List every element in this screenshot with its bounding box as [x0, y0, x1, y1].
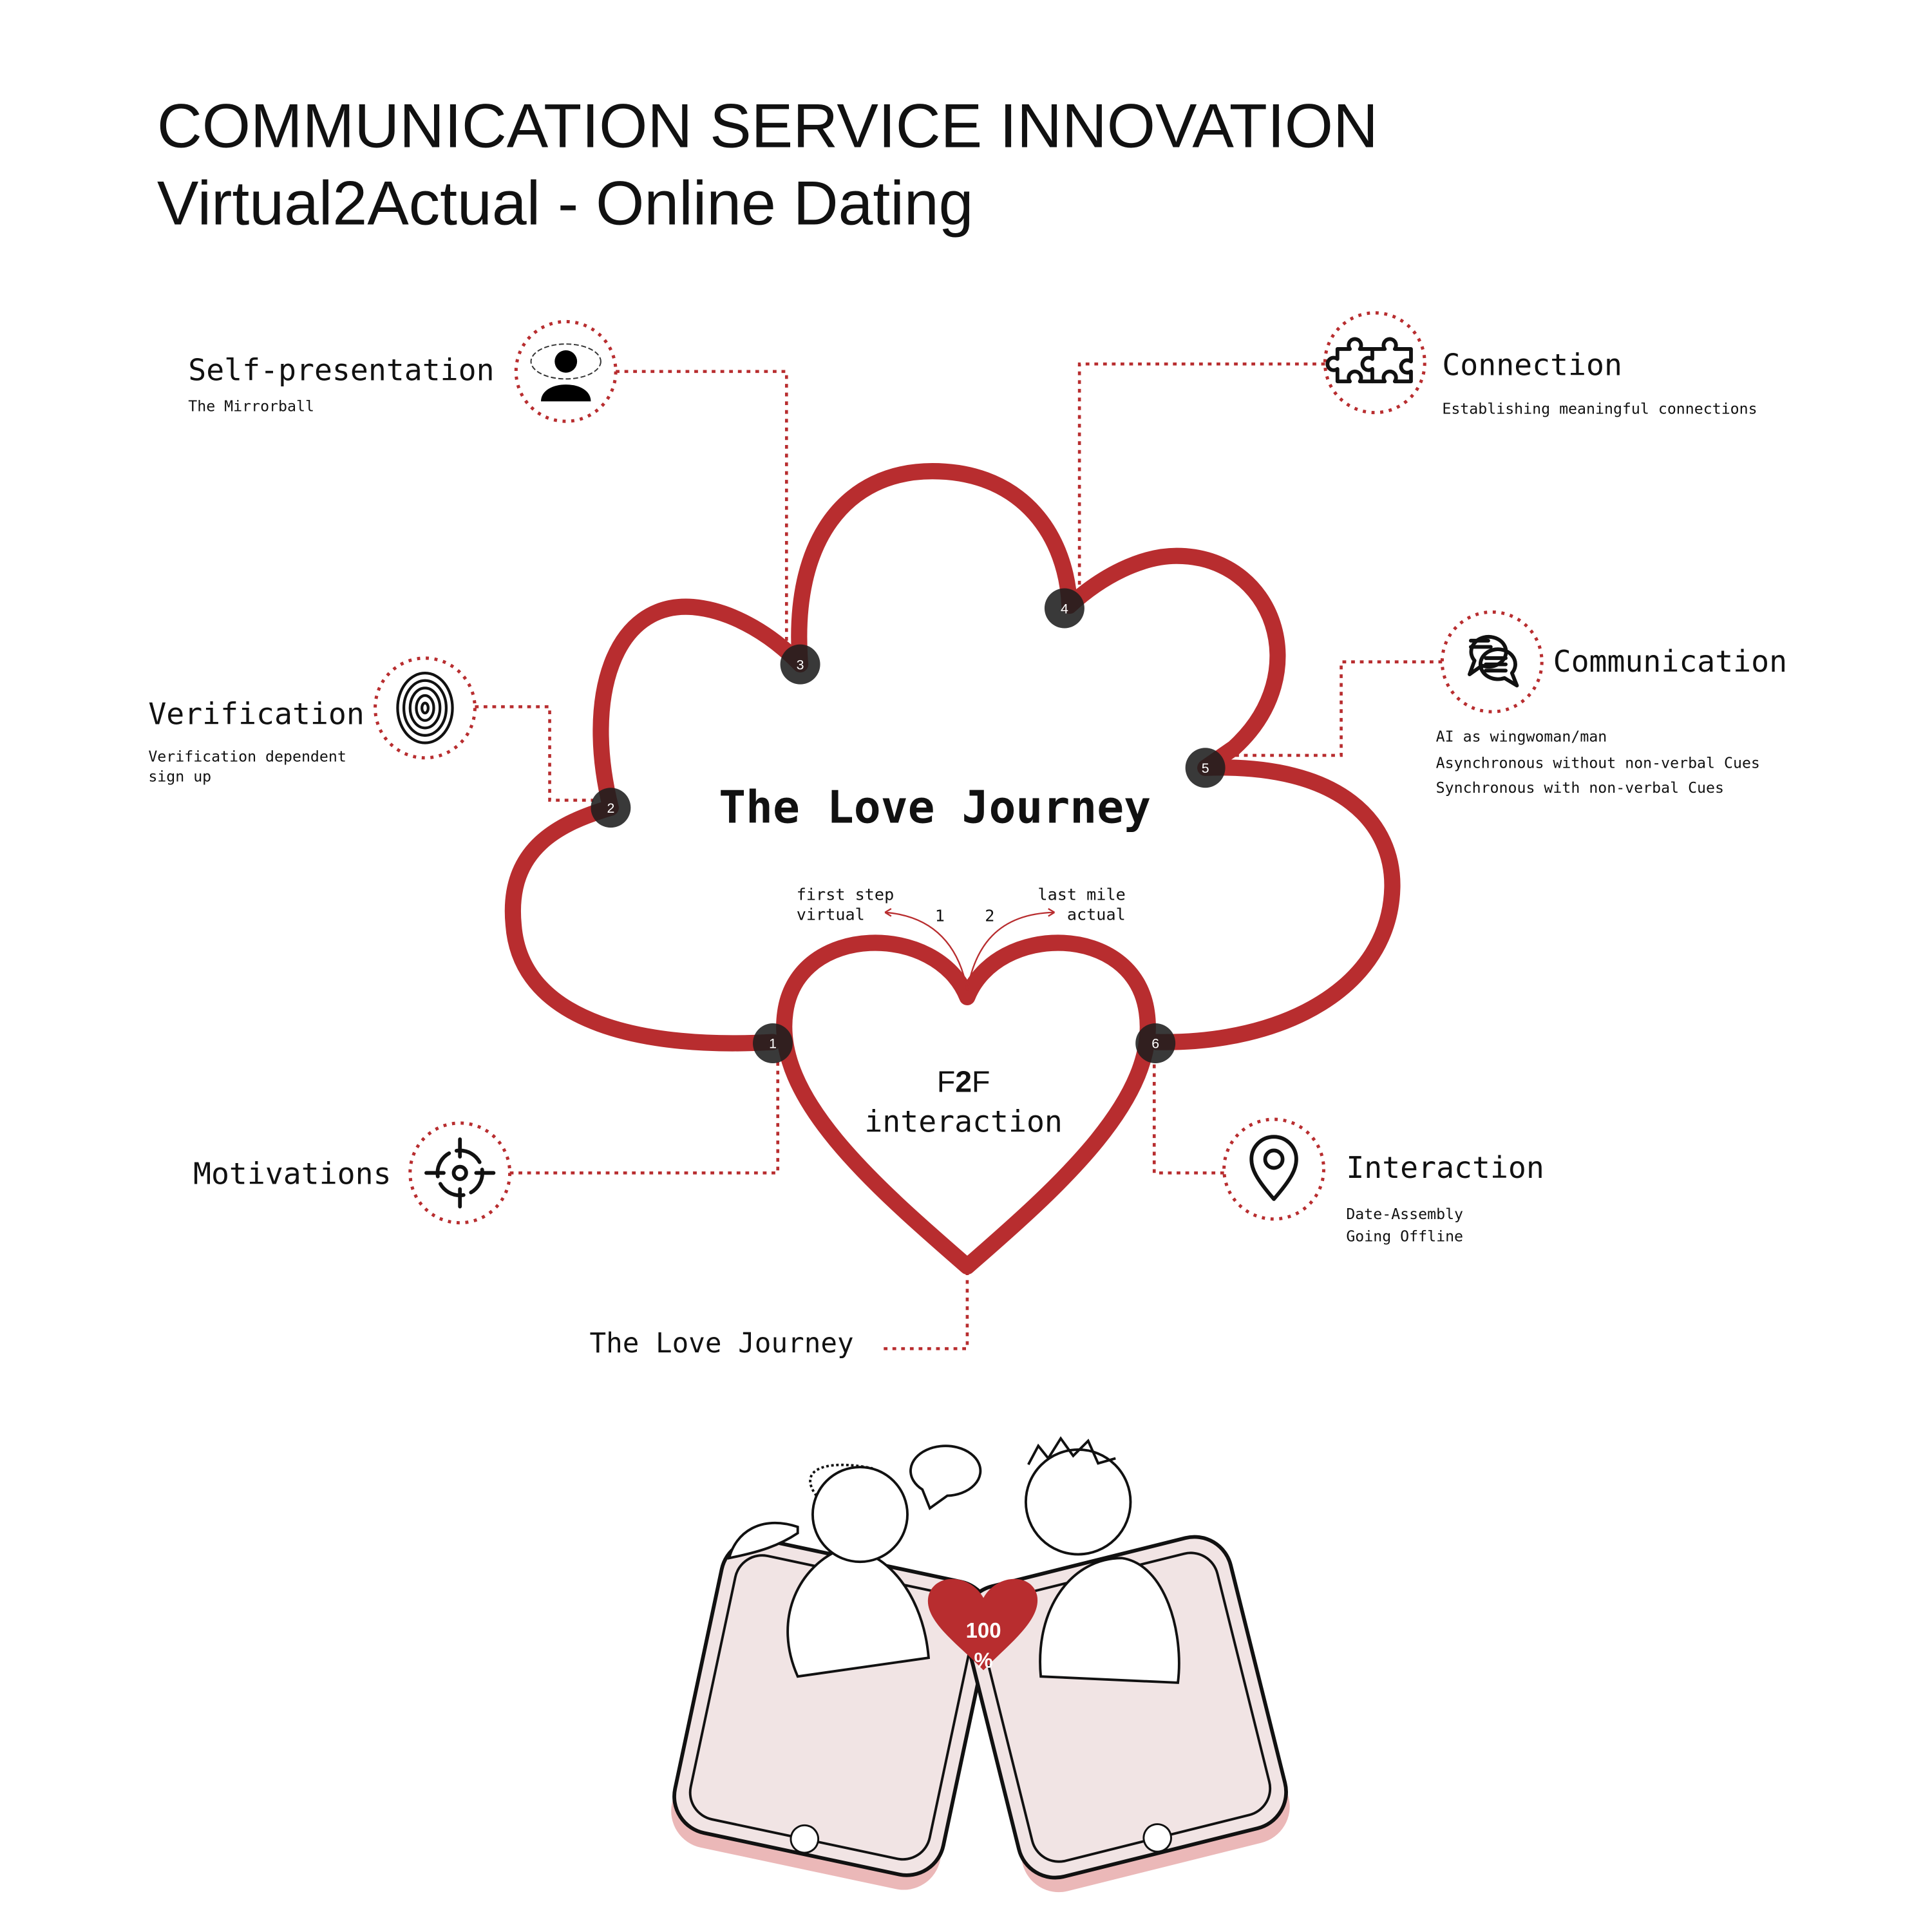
connector-connection [1077, 362, 1325, 589]
target-icon [424, 1137, 496, 1209]
verification-title: Verification [148, 697, 364, 732]
match-percentage-unit: % [974, 1649, 992, 1672]
step-1-label: 1 [935, 906, 945, 925]
self-presentation-subtitle: The Mirrorball [188, 398, 314, 415]
svg-text:4: 4 [1061, 601, 1068, 616]
fingerprint-icon [396, 672, 454, 744]
svg-text:5: 5 [1202, 761, 1209, 776]
connector-verification [475, 705, 594, 802]
interaction-subtitle-2: Going Offline [1346, 1228, 1463, 1245]
match-heart-badge: 100 % [927, 1578, 1038, 1672]
virtual-label: virtual [797, 905, 865, 923]
self-presentation-title: Self-presentation [188, 352, 494, 387]
dating-phones-illustration: 100 % [671, 1436, 1290, 1893]
communication-line: Synchronous with non-verbal Cues [1436, 779, 1724, 797]
svg-text:6: 6 [1151, 1036, 1159, 1052]
node-communication: Communication AI as wingwoman/man Asynch… [1436, 610, 1787, 797]
interaction-title: Interaction [1346, 1150, 1544, 1185]
node-verification: Verification Verification dependent sign… [148, 656, 477, 786]
marker-5: 5 [1185, 748, 1226, 788]
journey-cloud-path [504, 463, 1401, 1052]
marker-3: 3 [780, 644, 820, 685]
puzzle-icon [1325, 337, 1413, 384]
f2f-label: F2F [937, 1065, 990, 1098]
page-title: COMMUNICATION SERVICE INNOVATION [157, 90, 1378, 160]
connector-interaction [1152, 1062, 1224, 1175]
marker-1: 1 [753, 1023, 793, 1063]
actual-label: actual [1067, 905, 1126, 923]
svg-text:3: 3 [797, 657, 804, 672]
svg-text:2: 2 [607, 800, 614, 816]
match-percentage-value: 100 [966, 1618, 1001, 1642]
connection-title: Connection [1442, 348, 1622, 383]
marker-4: 4 [1044, 588, 1084, 629]
chat-bubbles-icon [1468, 634, 1519, 688]
f2f-heart-path [776, 934, 1156, 1275]
interaction-subtitle-1: Date-Assembly [1346, 1206, 1463, 1223]
center-title: The Love Journey [719, 781, 1151, 833]
step-2-label: 2 [985, 906, 994, 925]
man-sketch [1024, 1436, 1180, 1684]
node-motivations: Motivations [193, 1121, 512, 1225]
motivations-title: Motivations [193, 1157, 392, 1191]
first-step-label: first step [797, 885, 894, 904]
connector-motivations [509, 1062, 780, 1175]
node-connection: Connection Establishing meaningful conne… [1323, 311, 1757, 418]
connector-love-journey [882, 1271, 969, 1350]
node-interaction: Interaction Date-Assembly Going Offline [1222, 1117, 1544, 1245]
f2f-interaction-label: interaction [864, 1104, 1063, 1139]
marker-6: 6 [1135, 1023, 1176, 1063]
love-journey-bottom-label: The Love Journey [589, 1327, 853, 1359]
verification-subtitle-1: Verification dependent [148, 748, 346, 766]
communication-line: Asynchronous without non-verbal Cues [1436, 754, 1760, 772]
verification-subtitle-2: sign up [148, 768, 211, 786]
communication-title: Communication [1553, 644, 1787, 679]
page-subtitle: Virtual2Actual - Online Dating [157, 167, 974, 238]
journey-markers: 1 2 3 4 5 6 [591, 588, 1226, 1063]
connection-subtitle: Establishing meaningful connections [1442, 401, 1757, 418]
arrow-to-actual [966, 907, 1056, 991]
svg-text:1: 1 [769, 1036, 777, 1052]
communication-line: AI as wingwoman/man [1436, 728, 1607, 746]
woman-sketch [727, 1444, 982, 1678]
mirrorball-person-icon [530, 343, 601, 402]
marker-2: 2 [591, 788, 631, 828]
location-pin-icon [1249, 1135, 1298, 1201]
arrow-to-virtual [884, 907, 969, 991]
node-self-presentation: Self-presentation The Mirrorball [188, 319, 618, 423]
last-mile-label: last mile [1037, 885, 1125, 904]
connectors [475, 362, 1443, 1350]
